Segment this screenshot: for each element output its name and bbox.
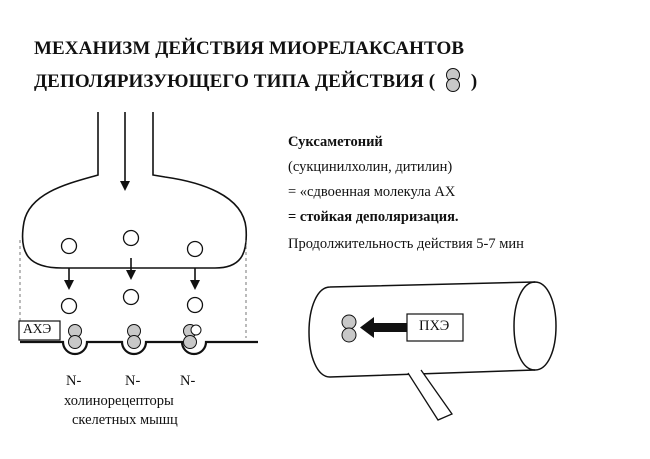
release-arrowhead-1 [64, 280, 74, 290]
cleft-molecule-3 [186, 296, 204, 314]
pche-box [406, 313, 464, 342]
receptor-n-label-3: N- [180, 373, 196, 389]
twin-molecule-icon [446, 68, 461, 92]
fiber-molecule-top [341, 314, 357, 330]
hydrolysis-arrowhead [360, 317, 374, 338]
cleft-molecule-2 [122, 288, 140, 306]
vesicle-3 [186, 240, 204, 258]
postsynaptic-membrane [20, 340, 258, 356]
molecule-note: = «сдвоенная молекула АХ [288, 184, 456, 200]
nerve-terminal [21, 112, 248, 269]
title-line-2: ДЕПОЛЯРИЗУЮЩЕГО ТИПА ДЕЙСТВИЯ ( ) [34, 67, 477, 93]
bound-molecule-3-bottom [183, 335, 197, 349]
impulse-arrowhead [120, 181, 130, 191]
ache-box [18, 320, 61, 341]
release-arrowhead-2 [126, 270, 136, 280]
vesicle-2 [122, 229, 140, 247]
hydrolysis-arrow-shaft [368, 323, 408, 332]
receptor-n-label-2: N- [125, 373, 141, 389]
pche-label: ПХЭ [419, 318, 450, 334]
duration-note: Продолжительность действия 5-7 мин [288, 236, 524, 252]
effect-note: = стойкая деполяризация. [288, 209, 459, 225]
receptors-label-line1: холинорецепторы [64, 393, 174, 409]
muscle-fiber-end [513, 281, 536, 371]
drug-synonyms: (сукцинилхолин, дитилин) [288, 159, 453, 175]
drug-name: Суксаметоний [288, 134, 383, 150]
bound-molecule-2-bottom [127, 335, 141, 349]
cleft-molecule-1 [60, 297, 78, 315]
receptors-label-line2: скелетных мышц [72, 412, 178, 428]
release-arrowhead-3 [190, 280, 200, 290]
bound-molecule-1-bottom [68, 335, 82, 349]
fiber-molecule-bottom [341, 327, 357, 343]
title-line-1: МЕХАНИЗМ ДЕЙСТВИЯ МИОРЕЛАКСАНТОВ [34, 38, 465, 59]
vesicle-1 [60, 237, 78, 255]
receptor-n-label-1: N- [66, 373, 82, 389]
nerve-branch [407, 369, 453, 421]
title-line-2-end: ) [470, 71, 478, 92]
ache-label: АХЭ [23, 321, 52, 336]
title-line-2-text: ДЕПОЛЯРИЗУЮЩЕГО ТИПА ДЕЙСТВИЯ ( [34, 71, 436, 92]
ach-on-receptor-3 [190, 324, 202, 336]
